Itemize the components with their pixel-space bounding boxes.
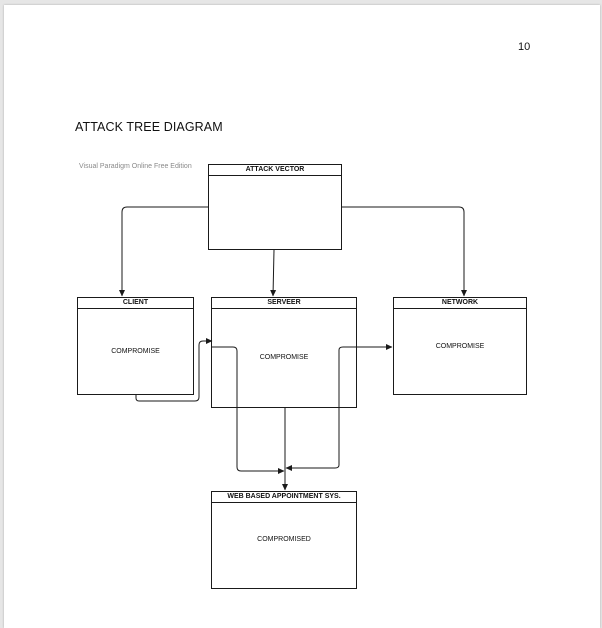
node-attack-vector-header: ATTACK VECTOR xyxy=(209,165,341,176)
node-server: SERVEER COMPROMISE xyxy=(211,297,357,408)
node-attack-vector: ATTACK VECTOR xyxy=(208,164,342,250)
page-title: ATTACK TREE DIAGRAM xyxy=(75,120,223,134)
node-network-header: NETWORK xyxy=(394,298,526,309)
node-client: CLIENT COMPROMISE xyxy=(77,297,194,395)
watermark-text: Visual Paradigm Online Free Edition xyxy=(79,163,192,170)
page-number: 10 xyxy=(518,41,531,53)
node-server-header: SERVEER xyxy=(212,298,356,309)
node-network-body: COMPROMISE xyxy=(435,343,485,350)
node-network: NETWORK COMPROMISE xyxy=(393,297,527,395)
node-web-system-body: COMPROMISED xyxy=(257,536,311,543)
node-web-system-header: WEB BASED APPOINTMENT SYS. xyxy=(212,492,356,503)
node-client-header: CLIENT xyxy=(78,298,193,309)
node-client-body: COMPROMISE xyxy=(111,348,160,355)
node-web-system: WEB BASED APPOINTMENT SYS. COMPROMISED xyxy=(211,491,357,589)
node-server-body: COMPROMISE xyxy=(259,354,309,361)
